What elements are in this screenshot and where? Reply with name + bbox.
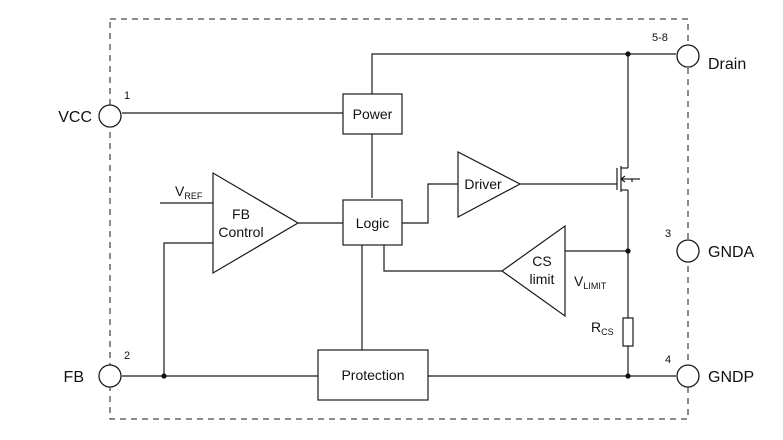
pin-vcc-label: VCC [58,109,92,126]
driver-buffer: Driver [457,151,522,218]
power-label: Power [353,106,393,122]
junction-sense [625,248,631,254]
logic-label: Logic [356,215,389,231]
shunt-resistor [622,317,634,347]
pin-vcc-terminal [98,104,122,128]
wire-cs-logic [383,245,502,272]
pin-fb-number: 2 [124,350,130,362]
cs-limit-label-line2: limit [530,271,555,287]
junction-fb [161,373,167,379]
pin-fb-label: FB [64,369,84,386]
wire-fb-feedback [163,242,213,376]
pin-gndp-number: 4 [665,354,671,366]
wire-logic-driver [402,183,458,224]
pin-drain: Drain 5-8 [652,32,746,73]
vref-label: VREF [175,183,203,201]
fb-control-label-line2: Control [218,224,263,240]
fb-control-label-line1: FB [232,206,250,222]
junction-gndp [625,373,631,379]
power-block: Power [342,93,403,135]
rcs-label: RCS [591,319,614,337]
pin-gnda-number: 3 [665,228,671,240]
pin-drain-terminal [676,44,700,68]
fb-control-amplifier: FB Control [212,171,300,275]
wires [122,53,676,377]
cs-limit-comparator: CS limit [500,224,566,318]
cs-limit-label-line1: CS [532,253,551,269]
protection-block: Protection [317,349,429,401]
pin-gnda-label: GNDA [708,244,755,261]
protection-label: Protection [341,367,404,383]
wire-power-drain [371,53,676,94]
ic-boundary [109,18,689,420]
pin-gndp-label: GNDP [708,369,754,386]
pin-vcc-number: 1 [124,90,130,102]
pin-vcc: VCC 1 [58,90,130,128]
logic-block: Logic [342,199,403,246]
pin-drain-label: Drain [708,56,746,73]
mosfet-symbol [616,166,640,192]
junction-drain [625,51,631,57]
pin-gnda: GNDA 3 [665,228,755,263]
pin-gndp: GNDP 4 [665,354,754,388]
pin-fb: FB 2 [64,350,130,388]
vlimit-label: VLIMIT [574,273,607,291]
pin-fb-terminal [98,364,122,388]
pin-drain-number: 5-8 [652,32,668,44]
driver-label: Driver [464,176,502,192]
pin-gndp-terminal [676,364,700,388]
pin-gnda-terminal [676,239,700,263]
